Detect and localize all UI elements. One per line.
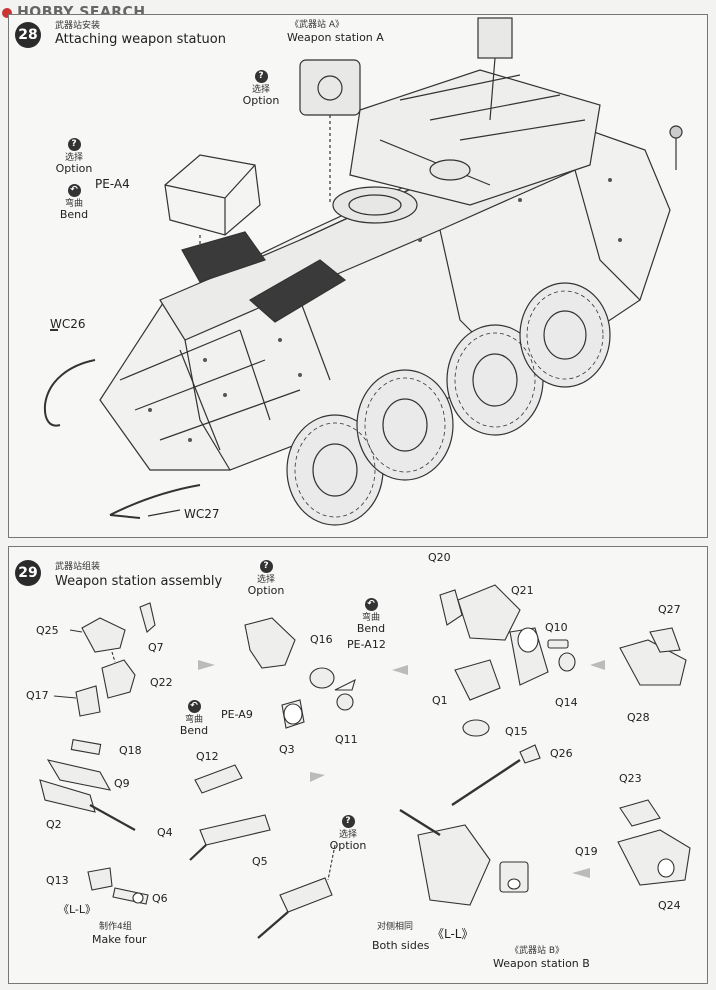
step-29-title-cn: 武器站组装 bbox=[55, 562, 101, 572]
part-label-q2: Q2 bbox=[46, 818, 62, 831]
part-label-q18: Q18 bbox=[119, 744, 142, 757]
part-label-q11: Q11 bbox=[335, 733, 358, 746]
part-label-q28: Q28 bbox=[627, 711, 650, 724]
part-label-q9: Q9 bbox=[114, 777, 130, 790]
watermark-logo-icon bbox=[2, 7, 12, 18]
part-label-pe-a9: PE-A9 bbox=[221, 708, 253, 721]
part-label-q6: Q6 bbox=[152, 892, 168, 905]
step-29-title-en: Weapon station assembly bbox=[55, 574, 223, 589]
part-label-wc27: WC27 bbox=[184, 507, 220, 521]
view-label-ll-right: 《L-L》 bbox=[432, 927, 474, 941]
part-label-q24: Q24 bbox=[658, 899, 681, 912]
make-four-label: Make four bbox=[92, 933, 147, 946]
weapon-station-b-cn: 《武器站 B》 bbox=[510, 946, 565, 956]
both-sides-label: Both sides bbox=[372, 939, 430, 952]
part-label-q1: Q1 bbox=[432, 694, 448, 707]
question-icon: ? bbox=[254, 70, 268, 83]
part-label-pe-a12: PE-A12 bbox=[347, 638, 386, 651]
part-label-q5: Q5 bbox=[252, 855, 268, 868]
question-icon: ? bbox=[259, 560, 273, 573]
weapon-station-a-cn: 《武器站 A》 bbox=[290, 20, 345, 30]
part-label-q21: Q21 bbox=[511, 584, 534, 597]
part-label-pe-a4: PE-A4 bbox=[95, 177, 130, 191]
view-label-ll-left: 《L-L》 bbox=[58, 903, 97, 916]
bend-callout-28: ↶ 弯曲 Bend bbox=[59, 184, 89, 221]
step-29-number: 29 bbox=[15, 560, 41, 586]
weapon-station-a-label: Weapon station A bbox=[287, 31, 384, 44]
step-28-number: 28 bbox=[15, 22, 41, 48]
weapon-station-b-label: Weapon station B bbox=[493, 957, 590, 970]
part-label-q7: Q7 bbox=[148, 641, 164, 654]
question-icon: ? bbox=[67, 138, 81, 151]
part-label-q27: Q27 bbox=[658, 603, 681, 616]
bend-icon: ↶ bbox=[364, 598, 378, 611]
part-label-wc26: WC26 bbox=[50, 317, 86, 331]
part-label-q22: Q22 bbox=[150, 676, 173, 689]
part-label-q4: Q4 bbox=[157, 826, 173, 839]
step-28-title-cn: 武器站安装 bbox=[55, 21, 101, 31]
part-label-q10: Q10 bbox=[545, 621, 568, 634]
make-four-cn: 制作4组 bbox=[99, 922, 132, 932]
part-label-q19: Q19 bbox=[575, 845, 598, 858]
bend-icon: ↶ bbox=[67, 184, 81, 197]
option-callout-28a: ? 选择 Option bbox=[242, 70, 280, 107]
part-label-q16: Q16 bbox=[310, 633, 333, 646]
part-label-q26: Q26 bbox=[550, 747, 573, 760]
part-label-q13: Q13 bbox=[46, 874, 69, 887]
step-28-title-en: Attaching weapon statuon bbox=[55, 32, 226, 47]
option-callout-28b: ? 选择 Option bbox=[55, 138, 93, 175]
part-label-q25: Q25 bbox=[36, 624, 59, 637]
option-callout-29a: ? 选择 Option bbox=[247, 560, 285, 597]
part-label-q12: Q12 bbox=[196, 750, 219, 763]
step-28-panel bbox=[8, 14, 708, 538]
bend-callout-29b: ↶ 弯曲 Bend bbox=[179, 700, 209, 737]
part-label-q3: Q3 bbox=[279, 743, 295, 756]
bend-callout-29a: ↶ 弯曲 Bend bbox=[356, 598, 386, 635]
part-label-q14: Q14 bbox=[555, 696, 578, 709]
both-sides-cn: 对侧相同 bbox=[377, 922, 414, 932]
part-label-q20: Q20 bbox=[428, 551, 451, 564]
part-label-q15: Q15 bbox=[505, 725, 528, 738]
question-icon: ? bbox=[341, 815, 355, 828]
part-label-q23: Q23 bbox=[619, 772, 642, 785]
bend-icon: ↶ bbox=[187, 700, 201, 713]
option-callout-29b: ? 选择 Option bbox=[329, 815, 367, 852]
part-label-q17: Q17 bbox=[26, 689, 49, 702]
